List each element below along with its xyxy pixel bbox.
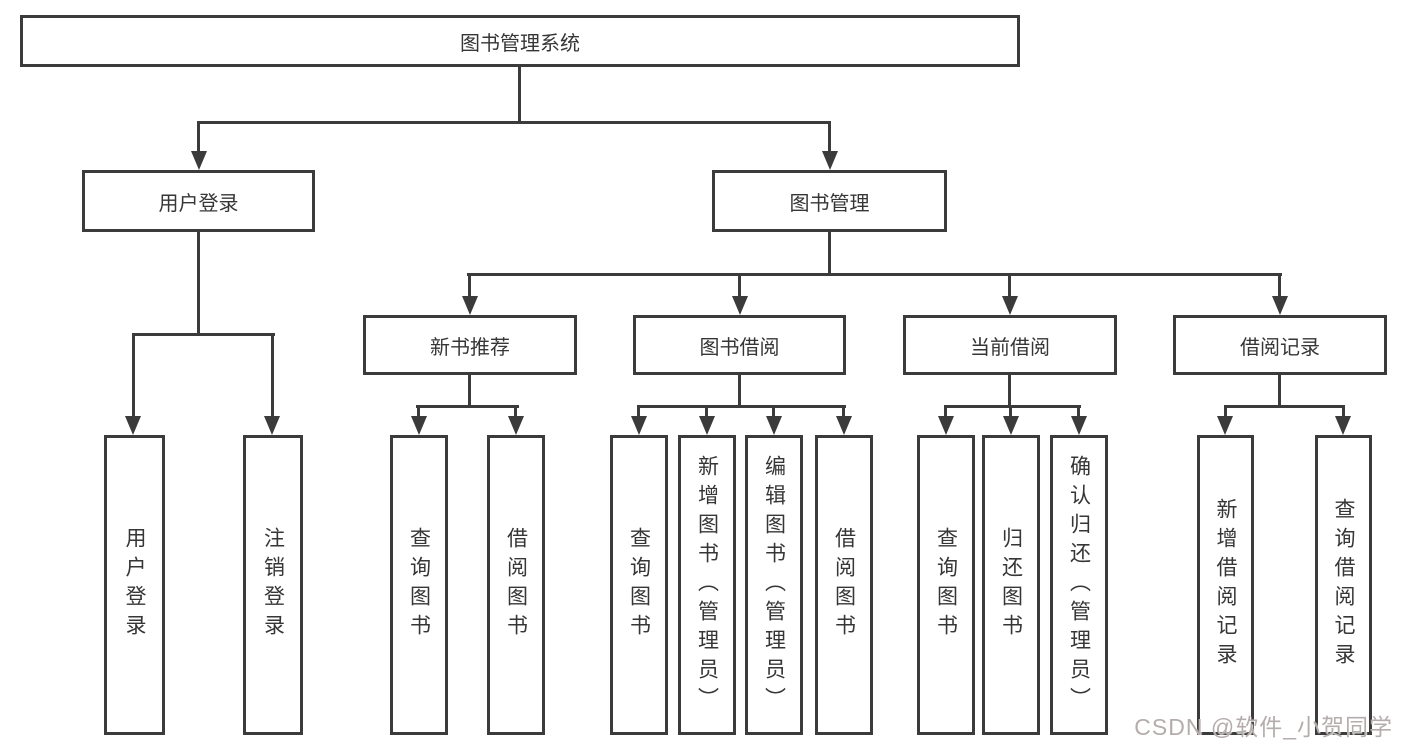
connector-br-hline — [1224, 405, 1345, 408]
node-book-management: 图书管理 — [712, 170, 947, 232]
arrowhead-down — [1002, 296, 1018, 315]
arrowhead-down — [699, 416, 715, 435]
connector-drop-current-borrow — [1008, 273, 1011, 299]
node-label: 用户登录 — [123, 527, 146, 643]
connector-drop-borrow-records — [1278, 273, 1281, 299]
connector-drop-leaf-login — [132, 333, 135, 417]
connector-root-stem — [518, 67, 521, 124]
leaf-rec-query-books: 查询图书 — [390, 435, 448, 735]
node-label: 用户登录 — [158, 192, 239, 215]
leaf-rec-borrow-books: 借阅图书 — [487, 435, 545, 735]
connector-cb-stem — [1008, 375, 1011, 408]
leaf-br-query-record: 查询借阅记录 — [1315, 435, 1372, 735]
leaf-br-add-record: 新增借阅记录 — [1197, 435, 1254, 735]
node-label: 当前借阅 — [970, 336, 1050, 359]
arrowhead-down — [462, 296, 478, 315]
connector-drop-new-book-rec — [468, 273, 471, 299]
node-label: 图书管理 — [789, 192, 870, 215]
connector-drop-user-login — [197, 121, 200, 152]
connector-bb-hline — [637, 405, 846, 408]
connector-br-stem — [1278, 375, 1281, 408]
arrowhead-down — [822, 151, 838, 170]
connector-drop — [705, 405, 708, 419]
arrowhead-down — [1071, 416, 1087, 435]
arrowhead-down — [1003, 416, 1019, 435]
connector-bb-stem — [738, 375, 741, 408]
connector-drop — [772, 405, 775, 419]
node-label: 图书借阅 — [699, 336, 780, 359]
arrowhead-down — [836, 416, 852, 435]
node-book-borrowing: 图书借阅 — [633, 315, 846, 375]
connector-drop-book-borrow — [738, 273, 741, 299]
arrowhead-down — [938, 416, 954, 435]
arrowhead-down — [191, 151, 207, 170]
node-root-library-system: 图书管理系统 — [20, 15, 1020, 67]
connector-userlogin-hline — [132, 333, 275, 336]
connector-drop-leaf-logout — [271, 333, 274, 417]
leaf-cb-query-books: 查询图书 — [917, 435, 975, 735]
node-label: 确认归还（管理员） — [1067, 454, 1091, 716]
node-label: 借阅记录 — [1240, 336, 1320, 359]
node-current-borrowing: 当前借阅 — [903, 315, 1117, 375]
leaf-cb-confirm-return-admin: 确认归还（管理员） — [1050, 435, 1108, 735]
leaf-logout: 注销登录 — [243, 435, 303, 735]
node-label: 查询图书 — [627, 527, 651, 643]
connector-drop-book-mgmt — [828, 121, 831, 152]
connector-drop — [944, 405, 947, 419]
connector-drop — [514, 405, 517, 419]
arrowhead-down — [1272, 296, 1288, 315]
arrowhead-down — [631, 416, 647, 435]
node-label: 注销登录 — [261, 527, 285, 643]
node-user-login: 用户登录 — [82, 170, 315, 232]
connector-rec-stem — [468, 375, 471, 408]
node-label: 新书推荐 — [430, 336, 510, 359]
node-label: 新增借阅记录 — [1214, 498, 1237, 672]
csdn-watermark: CSDN @软件_小贺同学 — [1134, 714, 1393, 740]
connector-drop — [1342, 405, 1345, 419]
node-label: 借阅图书 — [832, 527, 856, 643]
connector-drop — [1224, 405, 1227, 419]
node-label: 查询图书 — [407, 527, 431, 643]
arrowhead-down — [1217, 416, 1233, 435]
connector-bookmgmt-stem — [828, 232, 831, 276]
connector-drop — [637, 405, 640, 419]
arrowhead-down — [264, 416, 280, 435]
connector-rec-hline — [416, 405, 519, 408]
leaf-bb-borrow-books: 借阅图书 — [815, 435, 873, 735]
node-label: 借阅图书 — [504, 527, 528, 643]
connector-drop — [417, 405, 420, 419]
connector-root-hline — [197, 121, 831, 124]
leaf-bb-edit-books-admin: 编辑图书（管理员） — [745, 435, 803, 735]
leaf-cb-return-books: 归还图书 — [982, 435, 1040, 735]
arrowhead-down — [508, 416, 524, 435]
connector-userlogin-stem — [197, 232, 200, 336]
arrowhead-down — [766, 416, 782, 435]
leaf-bb-query-books: 查询图书 — [610, 435, 668, 735]
connector-bookmgmt-hline — [467, 273, 1282, 276]
node-label: 新增图书（管理员） — [695, 454, 719, 716]
arrowhead-down — [732, 296, 748, 315]
leaf-bb-add-books-admin: 新增图书（管理员） — [678, 435, 736, 735]
arrowhead-down — [125, 416, 141, 435]
connector-cb-hline — [944, 405, 1081, 408]
arrowhead-down — [1335, 416, 1351, 435]
connector-drop — [842, 405, 845, 419]
connector-drop — [1009, 405, 1012, 419]
node-label: 查询图书 — [934, 527, 958, 643]
connector-drop — [1077, 405, 1080, 419]
node-label: 归还图书 — [999, 527, 1023, 643]
node-label: 图书管理系统 — [460, 32, 580, 55]
node-new-book-recommend: 新书推荐 — [363, 315, 577, 375]
arrowhead-down — [411, 416, 427, 435]
node-borrow-records: 借阅记录 — [1173, 315, 1387, 375]
node-label: 编辑图书（管理员） — [762, 454, 786, 716]
leaf-user-login: 用户登录 — [104, 435, 165, 735]
node-label: 查询借阅记录 — [1332, 498, 1355, 672]
